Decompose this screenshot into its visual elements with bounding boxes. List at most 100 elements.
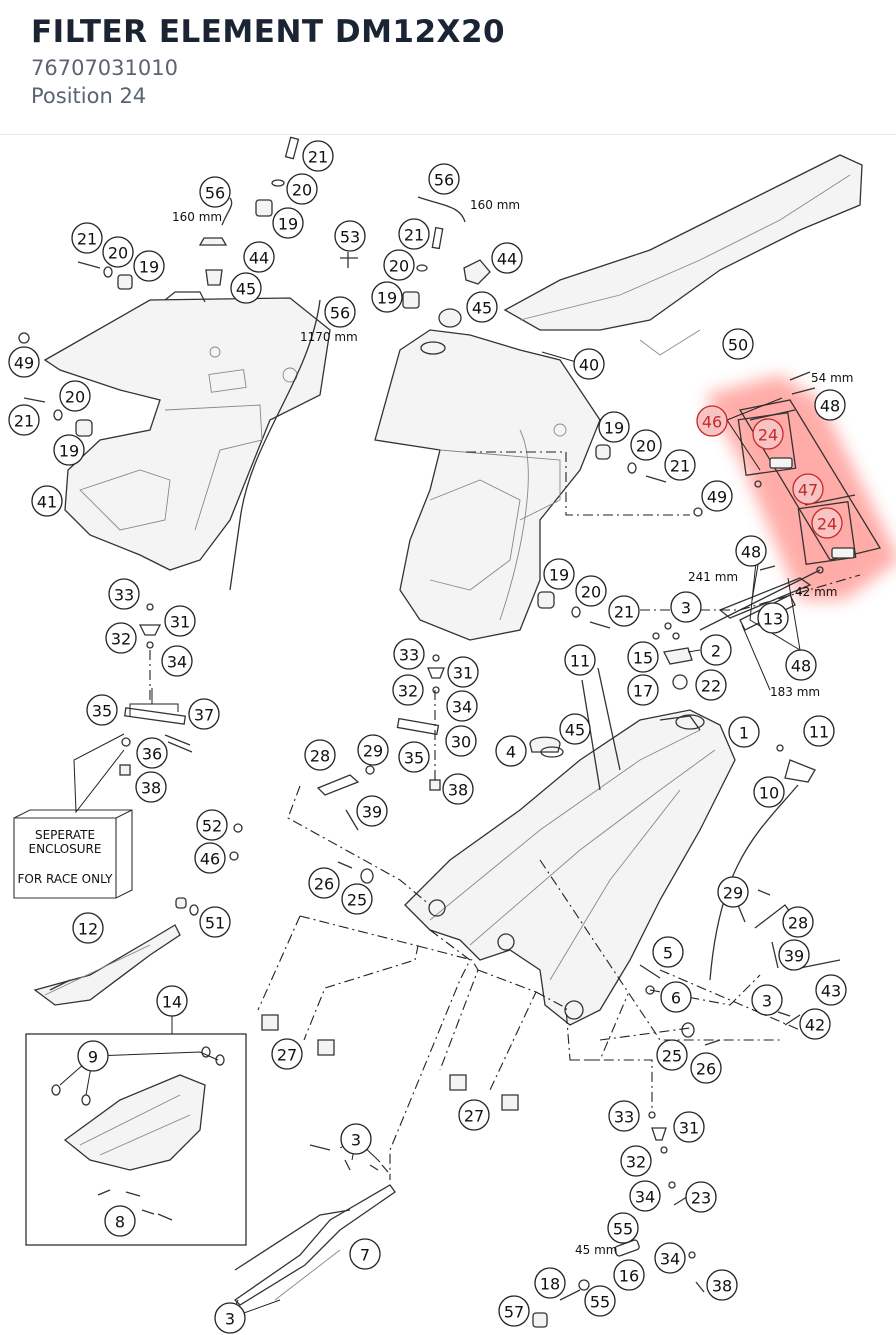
callout-29[interactable]: 29	[357, 734, 389, 766]
callout-43[interactable]: 43	[815, 974, 847, 1006]
callout-31[interactable]: 31	[164, 605, 196, 637]
callout-21[interactable]: 21	[664, 449, 696, 481]
callout-8[interactable]: 8	[104, 1205, 136, 1237]
callout-34[interactable]: 34	[446, 690, 478, 722]
callout-26[interactable]: 26	[690, 1052, 722, 1084]
callout-48[interactable]: 48	[814, 389, 846, 421]
callout-20[interactable]: 20	[59, 380, 91, 412]
callout-21[interactable]: 21	[8, 404, 40, 436]
callout-3[interactable]: 3	[214, 1302, 246, 1334]
callout-45[interactable]: 45	[559, 713, 591, 745]
callout-7[interactable]: 7	[349, 1238, 381, 1270]
callout-44[interactable]: 44	[491, 242, 523, 274]
callout-48[interactable]: 48	[785, 649, 817, 681]
callout-12[interactable]: 12	[72, 912, 104, 944]
callout-56[interactable]: 56	[199, 176, 231, 208]
callout-42[interactable]: 42	[799, 1008, 831, 1040]
callout-31[interactable]: 31	[673, 1111, 705, 1143]
callout-21[interactable]: 21	[608, 595, 640, 627]
callout-31[interactable]: 31	[447, 656, 479, 688]
callout-45[interactable]: 45	[230, 272, 262, 304]
callout-52[interactable]: 52	[196, 809, 228, 841]
callout-17[interactable]: 17	[627, 674, 659, 706]
callout-18[interactable]: 18	[534, 1267, 566, 1299]
callout-36[interactable]: 36	[136, 737, 168, 769]
callout-55[interactable]: 55	[584, 1285, 616, 1317]
callout-35[interactable]: 35	[86, 694, 118, 726]
callout-10[interactable]: 10	[753, 776, 785, 808]
callout-40[interactable]: 40	[573, 348, 605, 380]
callout-20[interactable]: 20	[575, 575, 607, 607]
callout-38[interactable]: 38	[706, 1269, 738, 1301]
callout-14[interactable]: 14	[156, 985, 188, 1017]
callout-49[interactable]: 49	[701, 480, 733, 512]
callout-20[interactable]: 20	[102, 236, 134, 268]
callout-55[interactable]: 55	[607, 1212, 639, 1244]
callout-21[interactable]: 21	[302, 140, 334, 172]
callout-28[interactable]: 28	[782, 906, 814, 938]
callout-34[interactable]: 34	[629, 1180, 661, 1212]
callout-11[interactable]: 11	[564, 644, 596, 676]
callout-22[interactable]: 22	[695, 669, 727, 701]
callout-20[interactable]: 20	[383, 249, 415, 281]
callout-19[interactable]: 19	[133, 250, 165, 282]
callout-3[interactable]: 3	[340, 1123, 372, 1155]
callout-29[interactable]: 29	[717, 876, 749, 908]
callout-41[interactable]: 41	[31, 485, 63, 517]
callout-3[interactable]: 3	[670, 591, 702, 623]
callout-32[interactable]: 32	[392, 674, 424, 706]
callout-19[interactable]: 19	[53, 434, 85, 466]
callout-34[interactable]: 34	[161, 645, 193, 677]
callout-21[interactable]: 21	[71, 222, 103, 254]
callout-34[interactable]: 34	[654, 1242, 686, 1274]
callout-50[interactable]: 50	[722, 328, 754, 360]
callout-35[interactable]: 35	[398, 741, 430, 773]
callout-19[interactable]: 19	[272, 207, 304, 239]
callout-3[interactable]: 3	[751, 984, 783, 1016]
callout-51[interactable]: 51	[199, 906, 231, 938]
callout-28[interactable]: 28	[304, 739, 336, 771]
callout-9[interactable]: 9	[77, 1040, 109, 1072]
callout-32[interactable]: 32	[620, 1145, 652, 1177]
callout-39[interactable]: 39	[356, 795, 388, 827]
callout-1[interactable]: 1	[728, 716, 760, 748]
callout-26[interactable]: 26	[308, 867, 340, 899]
callout-11[interactable]: 11	[803, 715, 835, 747]
callout-5[interactable]: 5	[652, 936, 684, 968]
callout-16[interactable]: 16	[613, 1259, 645, 1291]
callout-20[interactable]: 20	[286, 173, 318, 205]
callout-15[interactable]: 15	[627, 641, 659, 673]
callout-39[interactable]: 39	[778, 939, 810, 971]
callout-38[interactable]: 38	[442, 773, 474, 805]
callout-23[interactable]: 23	[685, 1181, 717, 1213]
callout-47-highlighted[interactable]: 47	[792, 473, 824, 505]
callout-25[interactable]: 25	[656, 1039, 688, 1071]
callout-56[interactable]: 56	[428, 163, 460, 195]
callout-38[interactable]: 38	[135, 771, 167, 803]
callout-48[interactable]: 48	[735, 535, 767, 567]
callout-53[interactable]: 53	[334, 220, 366, 252]
callout-46[interactable]: 46	[194, 842, 226, 874]
callout-27[interactable]: 27	[271, 1038, 303, 1070]
callout-2[interactable]: 2	[700, 634, 732, 666]
callout-24-highlighted[interactable]: 24	[752, 418, 784, 450]
callout-20[interactable]: 20	[630, 429, 662, 461]
callout-37[interactable]: 37	[188, 698, 220, 730]
callout-33[interactable]: 33	[393, 638, 425, 670]
callout-33[interactable]: 33	[108, 578, 140, 610]
callout-24-highlighted[interactable]: 24	[811, 507, 843, 539]
callout-21[interactable]: 21	[398, 218, 430, 250]
callout-33[interactable]: 33	[608, 1100, 640, 1132]
callout-6[interactable]: 6	[660, 981, 692, 1013]
callout-19[interactable]: 19	[598, 411, 630, 443]
callout-57[interactable]: 57	[498, 1295, 530, 1327]
callout-56[interactable]: 56	[324, 296, 356, 328]
callout-19[interactable]: 19	[371, 281, 403, 313]
callout-49[interactable]: 49	[8, 346, 40, 378]
callout-25[interactable]: 25	[341, 883, 373, 915]
callout-27[interactable]: 27	[458, 1099, 490, 1131]
callout-32[interactable]: 32	[105, 622, 137, 654]
callout-19[interactable]: 19	[543, 558, 575, 590]
callout-46-highlighted[interactable]: 46	[696, 405, 728, 437]
callout-30[interactable]: 30	[445, 725, 477, 757]
